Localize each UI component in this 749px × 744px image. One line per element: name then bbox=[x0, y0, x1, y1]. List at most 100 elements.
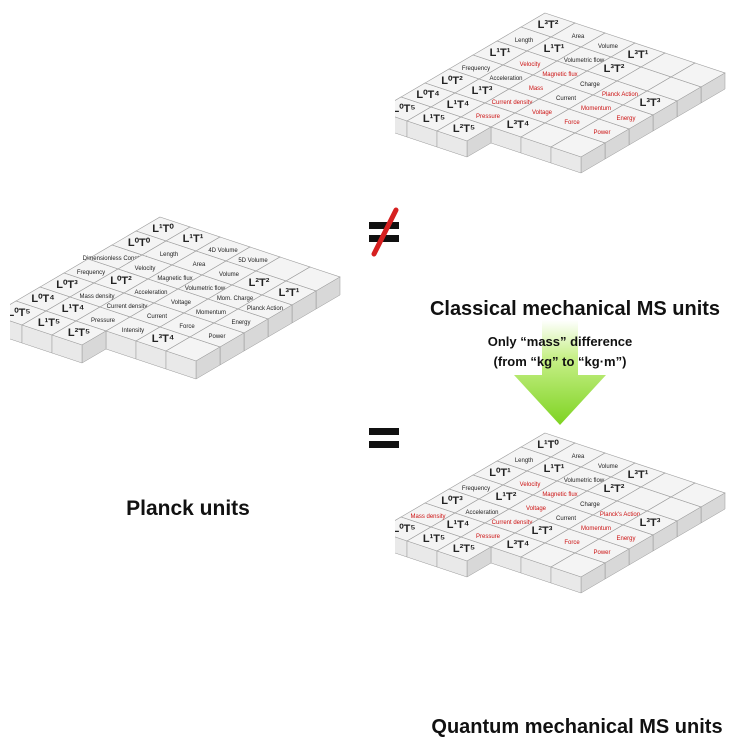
block-label: L⁰T⁵ bbox=[395, 523, 416, 535]
block-label: Power bbox=[593, 130, 610, 136]
block-label: L⁰T¹ bbox=[489, 467, 511, 479]
block-label: Planck Action bbox=[247, 306, 283, 312]
block-label: L⁰T⁴ bbox=[31, 293, 54, 305]
block-label: Charge bbox=[580, 502, 600, 508]
planck-caption: Planck units bbox=[126, 497, 250, 520]
unit-block: L²T⁵ bbox=[51, 320, 107, 364]
not-equal-symbol bbox=[360, 202, 410, 262]
block-label: L¹T⁴ bbox=[447, 519, 470, 531]
block-label: L²T⁵ bbox=[453, 543, 475, 555]
block-label: Current bbox=[556, 96, 576, 102]
block-front-face bbox=[51, 334, 83, 364]
block-label: Force bbox=[564, 120, 580, 126]
block-label: Dimensionless Constant bbox=[83, 256, 148, 262]
block-label: Current density bbox=[492, 520, 533, 526]
block-label: Volumetric flow bbox=[564, 478, 605, 484]
block-label: L⁰T⁵ bbox=[10, 307, 31, 319]
block-label: L³T¹ bbox=[279, 287, 300, 299]
block-label: Mass density bbox=[410, 514, 445, 520]
arrow-shape bbox=[514, 320, 606, 425]
block-label: Mom. Charge bbox=[217, 296, 254, 302]
block-label: L³T³ bbox=[640, 517, 661, 529]
block-label: Charge bbox=[580, 82, 600, 88]
block-label: L⁰T³ bbox=[56, 279, 78, 291]
block-label: L³T⁴ bbox=[507, 539, 530, 551]
block-label: Voltage bbox=[171, 300, 192, 306]
block-label: L¹T⁵ bbox=[423, 113, 445, 125]
block-label: Pressure bbox=[476, 114, 501, 120]
block-label: Area bbox=[193, 262, 206, 268]
block-label: L⁰T⁵ bbox=[395, 103, 416, 115]
block-label: L¹T¹ bbox=[544, 463, 565, 475]
transition-note-line1: Only “mass” difference bbox=[487, 334, 633, 349]
block-label: Voltage bbox=[532, 110, 553, 116]
block-label: Volume bbox=[598, 44, 619, 50]
block-label: Frequency bbox=[77, 270, 105, 276]
block-label: Frequency bbox=[462, 486, 490, 492]
block-label: L³T³ bbox=[640, 97, 661, 109]
block-label: Area bbox=[572, 34, 585, 40]
block-label: L⁰T³ bbox=[441, 495, 463, 507]
block-label: Mass bbox=[529, 86, 543, 92]
block-label: L¹T¹ bbox=[544, 43, 565, 55]
block-label: Current density bbox=[492, 100, 533, 106]
block-label: L²T⁵ bbox=[453, 123, 475, 135]
unit-block: L²T⁵ bbox=[436, 536, 492, 578]
block-label: Acceleration bbox=[489, 76, 522, 82]
block-label: Energy bbox=[616, 116, 635, 122]
block-label: L²T² bbox=[249, 277, 270, 289]
block-label: L¹T² bbox=[496, 491, 517, 503]
block-label: Momentum bbox=[581, 106, 611, 112]
block-label: Length bbox=[515, 458, 533, 464]
block-label: Volumetric flow bbox=[185, 286, 226, 292]
block-label: Momentum bbox=[581, 526, 611, 532]
classical-caption: Classical mechanical MS units bbox=[429, 298, 721, 320]
block-label: Energy bbox=[616, 536, 635, 542]
block-label: L¹T⁴ bbox=[447, 99, 470, 111]
unit-block bbox=[550, 552, 606, 594]
block-label: Current density bbox=[107, 304, 148, 310]
block-label: Planck Action bbox=[602, 92, 638, 98]
quantum-caption: Quantum mechanical MS units bbox=[431, 716, 723, 738]
block-label: Power bbox=[593, 550, 610, 556]
block-label: L¹T⁵ bbox=[38, 317, 60, 329]
block-label: Pressure bbox=[91, 318, 116, 324]
transition-note-line2: (from “kg” to “kg·m”) bbox=[493, 354, 627, 369]
unit-block: L²T⁵ bbox=[436, 116, 492, 158]
block-front-face bbox=[550, 566, 582, 594]
block-front-face bbox=[436, 550, 468, 578]
block-label: Force bbox=[564, 540, 580, 546]
unit-block bbox=[550, 132, 606, 174]
block-label: Length bbox=[160, 252, 178, 258]
block-label: L¹T³ bbox=[472, 85, 493, 97]
block-label: Mass density bbox=[79, 294, 114, 300]
block-label: Magnetic flux bbox=[542, 492, 577, 498]
block-label: Voltage bbox=[526, 506, 547, 512]
block-label: L³T¹ bbox=[628, 469, 649, 481]
equal-symbol bbox=[365, 418, 405, 458]
block-label: L¹T¹ bbox=[490, 47, 511, 59]
block-label: L⁰T² bbox=[110, 275, 132, 287]
block-front-face bbox=[436, 130, 468, 158]
block-label: L¹T⁰ bbox=[537, 439, 559, 451]
block-label: Intensity bbox=[122, 328, 144, 334]
unit-block bbox=[165, 336, 221, 380]
block-label: L³T⁴ bbox=[507, 119, 530, 131]
block-label: Current bbox=[556, 516, 576, 522]
block-label: L²T² bbox=[604, 483, 625, 495]
block-label: Pressure bbox=[476, 534, 501, 540]
block-label: Velocity bbox=[135, 266, 156, 272]
block-label: Planck's Action bbox=[600, 512, 640, 518]
block-label: Acceleration bbox=[134, 290, 167, 296]
block-label: Volume bbox=[598, 464, 619, 470]
equal-bar-top bbox=[369, 428, 399, 435]
block-label: L⁰T⁴ bbox=[416, 89, 439, 101]
block-label: Velocity bbox=[520, 62, 541, 68]
block-label: Frequency bbox=[462, 66, 490, 72]
block-label: L²T³ bbox=[532, 525, 553, 537]
block-label: Volume bbox=[219, 272, 240, 278]
block-label: L³T² bbox=[538, 19, 559, 31]
block-label: Momentum bbox=[196, 310, 226, 316]
